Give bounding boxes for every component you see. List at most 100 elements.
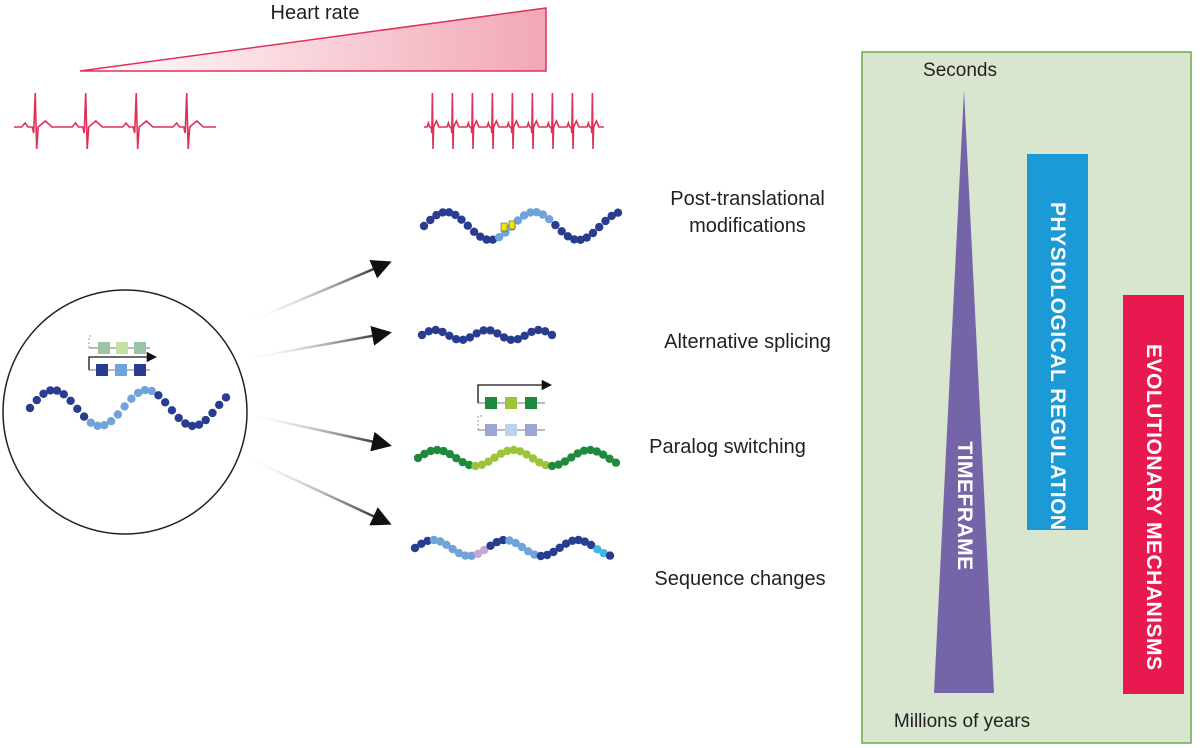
- bead: [536, 551, 545, 561]
- gene-schematic-paralog: [477, 379, 553, 436]
- bead: [595, 222, 604, 232]
- bead: [588, 228, 598, 238]
- bead: [520, 331, 529, 340]
- bead: [486, 326, 495, 335]
- bead: [551, 220, 560, 230]
- bead: [545, 215, 554, 224]
- bead: [494, 233, 504, 242]
- bead: [513, 216, 523, 225]
- bead: [413, 453, 423, 463]
- bead: [438, 208, 447, 217]
- bead: [32, 395, 41, 405]
- bead: [555, 543, 564, 552]
- mechanism-label-paralog: Paralog switching: [649, 436, 806, 458]
- bead: [599, 549, 608, 558]
- bead: [503, 446, 512, 456]
- bead: [221, 393, 231, 402]
- bead: [605, 551, 615, 560]
- bead: [467, 551, 476, 560]
- bead: [432, 210, 441, 220]
- bead: [528, 454, 538, 463]
- bead: [530, 550, 539, 559]
- bead: [451, 210, 460, 220]
- bead: [613, 208, 623, 217]
- bead: [127, 394, 136, 403]
- bead: [420, 449, 429, 459]
- bead: [480, 545, 489, 555]
- bead: [133, 388, 143, 398]
- protein-chain-sequence: [410, 535, 615, 561]
- protein-chain-circle: [25, 385, 231, 431]
- bead: [605, 454, 614, 463]
- bead: [607, 211, 616, 221]
- bead: [511, 538, 520, 548]
- bead: [527, 327, 536, 337]
- bead: [580, 537, 589, 546]
- bead: [561, 539, 571, 548]
- bead: [201, 415, 210, 425]
- gene-circle: [2, 289, 248, 535]
- bead: [39, 389, 48, 398]
- bead: [463, 221, 472, 230]
- bead: [586, 445, 595, 455]
- bead: [424, 327, 433, 336]
- bead: [438, 327, 447, 337]
- bead: [469, 227, 479, 236]
- bead: [120, 402, 129, 411]
- bead: [586, 540, 596, 550]
- bead: [568, 536, 577, 545]
- bead: [25, 403, 35, 413]
- bead: [106, 417, 116, 426]
- bead: [516, 447, 525, 456]
- bead: [73, 404, 82, 413]
- bead: [444, 208, 454, 217]
- bead: [181, 419, 190, 428]
- bead: [100, 421, 109, 430]
- protein-chain-splicing: [417, 325, 557, 344]
- bead: [579, 446, 589, 455]
- bead: [188, 421, 197, 431]
- bead: [601, 216, 610, 226]
- bead: [464, 460, 474, 470]
- bead: [426, 446, 435, 456]
- bead: [547, 461, 557, 471]
- bead: [498, 535, 508, 545]
- bead: [154, 391, 163, 400]
- bead: [532, 208, 541, 217]
- bead: [86, 418, 96, 427]
- bead: [452, 335, 461, 344]
- bead: [93, 421, 102, 430]
- bead: [599, 450, 608, 459]
- bead: [560, 457, 570, 466]
- timeframe-label: TIMEFRAME: [953, 441, 976, 571]
- bead: [66, 396, 75, 405]
- bead: [573, 449, 582, 458]
- bead: [46, 386, 55, 395]
- bead: [79, 412, 89, 421]
- bead: [493, 329, 502, 338]
- bead: [519, 211, 529, 220]
- bead: [426, 215, 435, 225]
- bead: [522, 450, 531, 459]
- bead: [423, 536, 432, 546]
- bead: [526, 208, 535, 217]
- bead: [174, 413, 183, 423]
- mechanism-arrows: [247, 259, 392, 526]
- evolutionary-mechanisms-label: EVOLUTIONARY MECHANISMS: [1142, 344, 1165, 671]
- bead: [488, 235, 497, 244]
- bead: [557, 227, 566, 236]
- bead: [492, 537, 501, 547]
- bead: [457, 215, 466, 224]
- bead: [147, 386, 156, 396]
- bead: [563, 232, 573, 241]
- gene-schematic-circle: [88, 335, 158, 376]
- bead: [445, 331, 454, 340]
- mechanism-label-ptm: Post-translational modifications: [670, 188, 825, 237]
- bead: [59, 390, 68, 399]
- bead: [513, 335, 522, 344]
- bead: [465, 333, 475, 342]
- bead: [547, 330, 557, 340]
- bead: [215, 400, 224, 410]
- bead: [499, 333, 509, 342]
